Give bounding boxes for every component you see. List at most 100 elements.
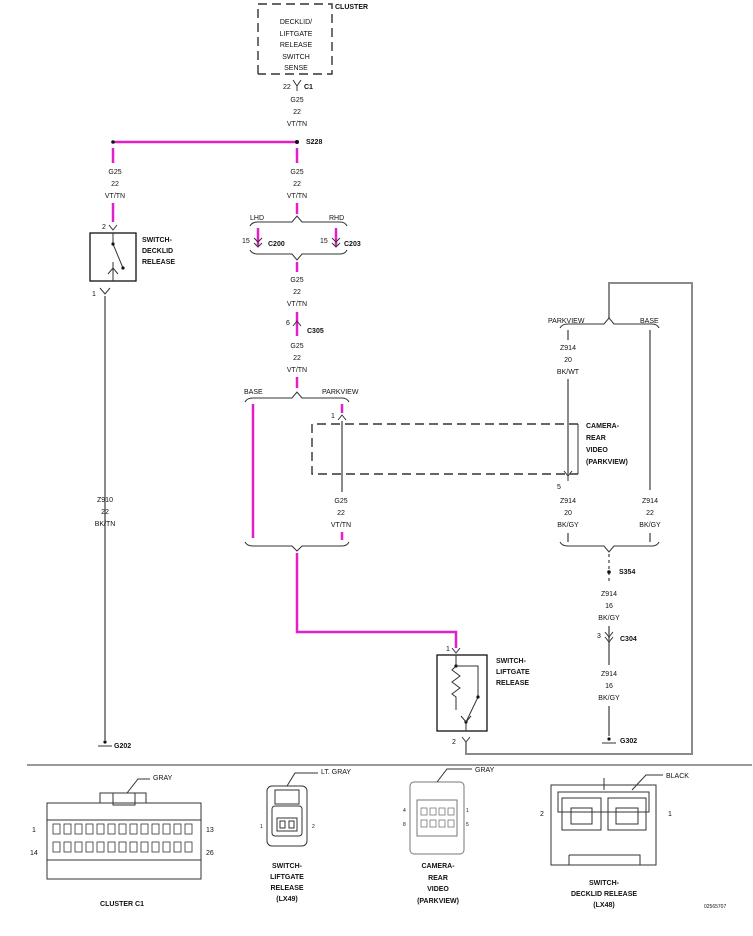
connector-cavity bbox=[420, 807, 428, 816]
liftgate-pin-bottom: 2 bbox=[452, 739, 456, 746]
camera-connector-name-line: REAR bbox=[428, 875, 448, 882]
lx48-name-line: DECKLID RELEASE bbox=[571, 891, 637, 898]
lhd-rhd-brace bbox=[249, 215, 348, 227]
splice-s354-label: S354 bbox=[619, 569, 635, 576]
cluster-pin-number: 22 bbox=[283, 84, 291, 91]
connector-cavity bbox=[96, 823, 105, 835]
connector-cavity bbox=[63, 823, 72, 835]
cluster-c1-connector-view bbox=[46, 792, 202, 880]
figure-id: 02565707 bbox=[704, 904, 726, 910]
connector-cavity bbox=[162, 841, 171, 853]
wire-gauge: 22 bbox=[293, 109, 301, 116]
cluster-function-line: DECKLID/ bbox=[280, 19, 312, 26]
connector-cavity bbox=[96, 841, 105, 853]
c305-connector-id: C305 bbox=[307, 328, 324, 335]
liftgate-pin-bottom-symbol bbox=[461, 736, 471, 743]
wire-color: BK/GY bbox=[598, 695, 620, 702]
camera-connector-name-line: (PARKVIEW) bbox=[417, 898, 459, 905]
camera-connector-color: GRAY bbox=[475, 767, 495, 774]
wire-gauge: 22 bbox=[111, 181, 119, 188]
c304-connector-symbol bbox=[604, 631, 614, 643]
wire-color: VT/TN bbox=[105, 193, 125, 200]
camera-label-line: REAR bbox=[586, 435, 606, 442]
connector-cavity bbox=[118, 841, 127, 853]
wire-color: BK/TN bbox=[95, 521, 116, 528]
branch-base-label: BASE bbox=[244, 389, 263, 396]
cluster-function-line: LIFTGATE bbox=[280, 31, 313, 38]
c203-connector-symbol bbox=[331, 237, 341, 248]
s228-splice-dot bbox=[295, 140, 299, 144]
lhd-label: LHD bbox=[250, 215, 264, 222]
wire-circuit: G25 bbox=[334, 498, 347, 505]
cluster-function-line: SWITCH bbox=[282, 54, 310, 61]
c203-pin: 15 bbox=[320, 238, 328, 245]
camera-pin1-symbol bbox=[337, 414, 347, 421]
wire-color: BK/GY bbox=[557, 522, 579, 529]
base-parkview-brace bbox=[244, 391, 350, 403]
s228-junction-left bbox=[111, 140, 115, 144]
cluster-c1-name: CLUSTER C1 bbox=[100, 901, 144, 908]
decklid-switch-arrow bbox=[107, 267, 119, 275]
connector-cavity bbox=[74, 841, 83, 853]
camera-label-line: VIDEO bbox=[586, 447, 608, 454]
lx49-connector-view bbox=[266, 785, 308, 847]
connector-cavity bbox=[129, 841, 138, 853]
camera-pin5-symbol bbox=[563, 470, 573, 481]
cluster-c1-pin-label: 1 bbox=[32, 827, 36, 834]
connector-cavity bbox=[140, 823, 149, 835]
wire-circuit: Z914 bbox=[601, 591, 617, 598]
branch-parkview-label: PARKVIEW bbox=[322, 389, 359, 396]
cluster-c1-cavities bbox=[52, 823, 193, 853]
wire-circuit: Z910 bbox=[97, 497, 113, 504]
camera-connector-pin-label: 5 bbox=[466, 822, 469, 828]
lx48-color: BLACK bbox=[666, 773, 689, 780]
connector-cavity bbox=[52, 841, 61, 853]
liftgate-return-wire bbox=[465, 282, 693, 755]
connector-cavity bbox=[140, 841, 149, 853]
decklid-pin-bottom: 1 bbox=[92, 291, 96, 298]
cluster-c1-color: GRAY bbox=[153, 775, 173, 782]
c304-pin: 3 bbox=[597, 633, 601, 640]
liftgate-contact-dot bbox=[476, 695, 480, 699]
lx49-pin-label: 1 bbox=[260, 824, 263, 830]
wire-color: VT/TN bbox=[287, 193, 307, 200]
connector-cavity bbox=[107, 823, 116, 835]
camera-dashed-outline bbox=[311, 423, 578, 475]
c305-connector-symbol bbox=[292, 320, 302, 327]
z914-join-stubs bbox=[567, 533, 651, 542]
s354-splice-dot bbox=[607, 570, 611, 574]
wire-gauge: 22 bbox=[646, 510, 654, 517]
cluster-c1-pin-label: 26 bbox=[206, 850, 214, 857]
wire-color: VT/TN bbox=[287, 121, 307, 128]
wire-circuit: Z914 bbox=[560, 498, 576, 505]
connector-cavity bbox=[447, 807, 455, 816]
wire-gauge: 16 bbox=[605, 683, 613, 690]
branch-right-base: BASE bbox=[640, 318, 659, 325]
connector-cavity bbox=[85, 823, 94, 835]
liftgate-label-line: RELEASE bbox=[496, 680, 529, 687]
cluster-c1-callout-line bbox=[126, 778, 150, 794]
lx48-callout-line bbox=[631, 774, 663, 791]
liftgate-pin-top: 1 bbox=[446, 646, 450, 653]
wire-circuit: G25 bbox=[290, 97, 303, 104]
wire-color: VT/TN bbox=[331, 522, 351, 529]
liftgate-switch-arrow bbox=[460, 715, 472, 723]
c200-connector-symbol bbox=[253, 237, 263, 248]
lx48-name-line: (LX48) bbox=[593, 902, 614, 909]
camera-pin-top: 1 bbox=[331, 413, 335, 420]
connector-cavity bbox=[74, 823, 83, 835]
wire-circuit: Z914 bbox=[601, 671, 617, 678]
connector-cavity bbox=[151, 841, 160, 853]
ground-g302-label: G302 bbox=[620, 738, 637, 745]
connector-cavity bbox=[420, 819, 428, 828]
parkview-base-brace-right bbox=[559, 317, 660, 329]
camera-connector-pin-label: 4 bbox=[403, 808, 406, 814]
base-parkview-join-brace bbox=[244, 541, 350, 552]
wire-circuit: G25 bbox=[290, 277, 303, 284]
connector-cavity bbox=[173, 841, 182, 853]
wire-circuit: G25 bbox=[290, 343, 303, 350]
wire-gauge: 22 bbox=[293, 289, 301, 296]
z914-join-brace bbox=[559, 541, 660, 553]
liftgate-pin-top-symbol bbox=[451, 647, 461, 654]
connector-cavity bbox=[63, 841, 72, 853]
